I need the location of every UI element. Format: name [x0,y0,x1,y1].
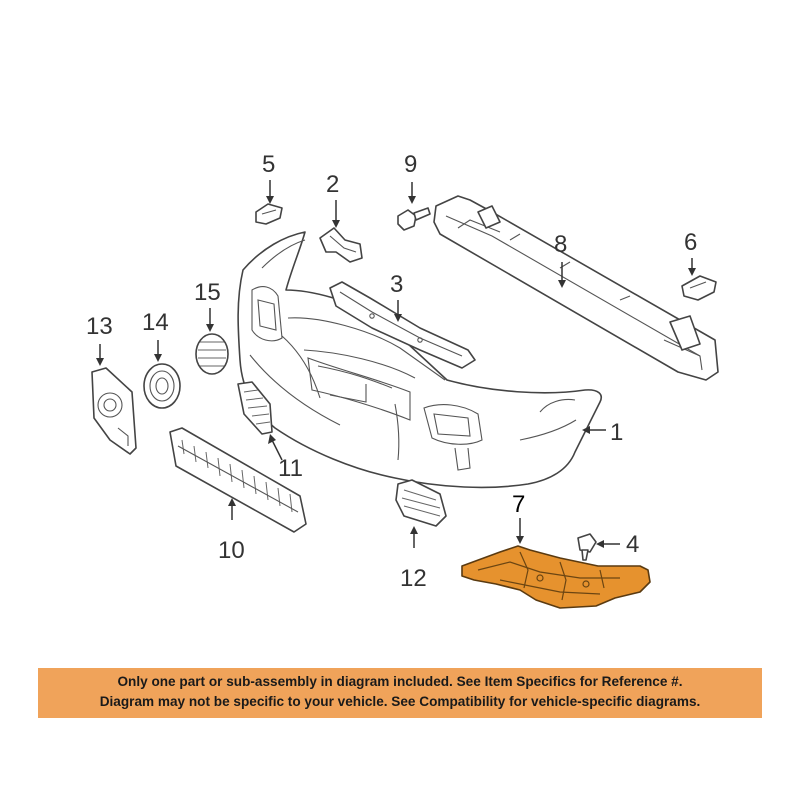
bolt-part [397,207,431,231]
callout-6: 6 [684,229,697,256]
callout-2: 2 [326,171,339,198]
disclaimer-line-1: Only one part or sub-assembly in diagram… [117,674,683,689]
callout-4: 4 [626,531,639,558]
callout-11: 11 [278,455,303,482]
clip-part [681,275,717,301]
bumper-cover-part [237,231,602,489]
fog-lamp-cover-left-part [91,367,137,455]
retainer-part [255,203,283,225]
callout-13: 13 [86,313,113,340]
callout-14: 14 [142,309,169,336]
leader-arrows [96,180,696,548]
lower-support-highlighted-part [461,545,651,609]
upper-bracket-part [329,281,476,369]
clip-bracket-part [319,227,363,263]
lower-grille-part [169,427,307,533]
impact-bar-part [433,195,719,381]
disclaimer-banner: Only one part or sub-assembly in diagram… [38,668,762,718]
screw-part [577,533,597,561]
round-grille-part [195,333,229,375]
callout-1: 1 [610,419,623,446]
callout-10: 10 [218,537,245,564]
callout-5: 5 [262,151,275,178]
callout-12: 12 [400,565,427,592]
callout-15: 15 [194,279,221,306]
callout-9: 9 [404,151,417,178]
callout-7: 7 [512,491,525,518]
side-grille-part [237,381,273,435]
disclaimer-line-2: Diagram may not be specific to your vehi… [99,694,701,709]
small-lower-grille-part [395,479,447,527]
fog-lamp-bezel-part [143,363,181,409]
callout-3: 3 [390,271,403,298]
callout-8: 8 [554,231,567,258]
